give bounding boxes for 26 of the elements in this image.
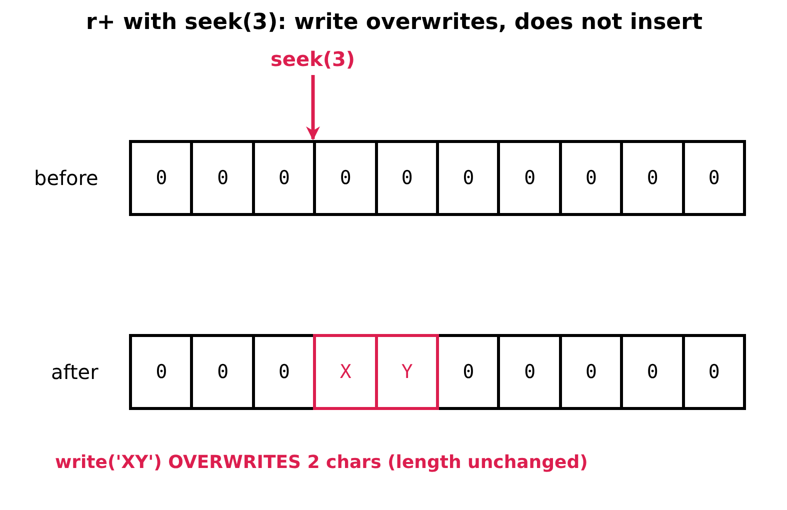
cell-value: 0 [278,362,290,382]
cell-value: 0 [156,168,168,188]
row-label: after [51,362,98,382]
cell-value: 0 [708,168,720,188]
cell-value: 0 [217,168,229,188]
cell-value: 0 [586,168,597,188]
cell-value: 0 [340,168,352,188]
title: r+ with seek(3): write overwrites, does not insert [86,10,702,35]
cell-value: 0 [217,362,229,382]
cell-value: 0 [646,362,658,382]
cell-value: 0 [708,362,720,382]
cell-value: 0 [401,168,413,188]
cell-value: 0 [156,362,168,382]
cell-value: 0 [462,168,474,188]
cell-value: 0 [278,168,290,188]
cell-value: 0 [462,362,474,382]
cell-value: Y [401,362,413,382]
cell-value: 0 [646,168,658,188]
caption: write('XY') OVERWRITES 2 chars (length unchanged) [55,454,588,472]
cell-value: 0 [586,362,597,382]
pointer-label: seek(3) [270,49,356,69]
cell-value: 0 [524,168,536,188]
arrow [306,75,320,140]
row-label: before [34,168,98,188]
cell-value: X [340,362,352,382]
cell-value: 0 [524,362,536,382]
